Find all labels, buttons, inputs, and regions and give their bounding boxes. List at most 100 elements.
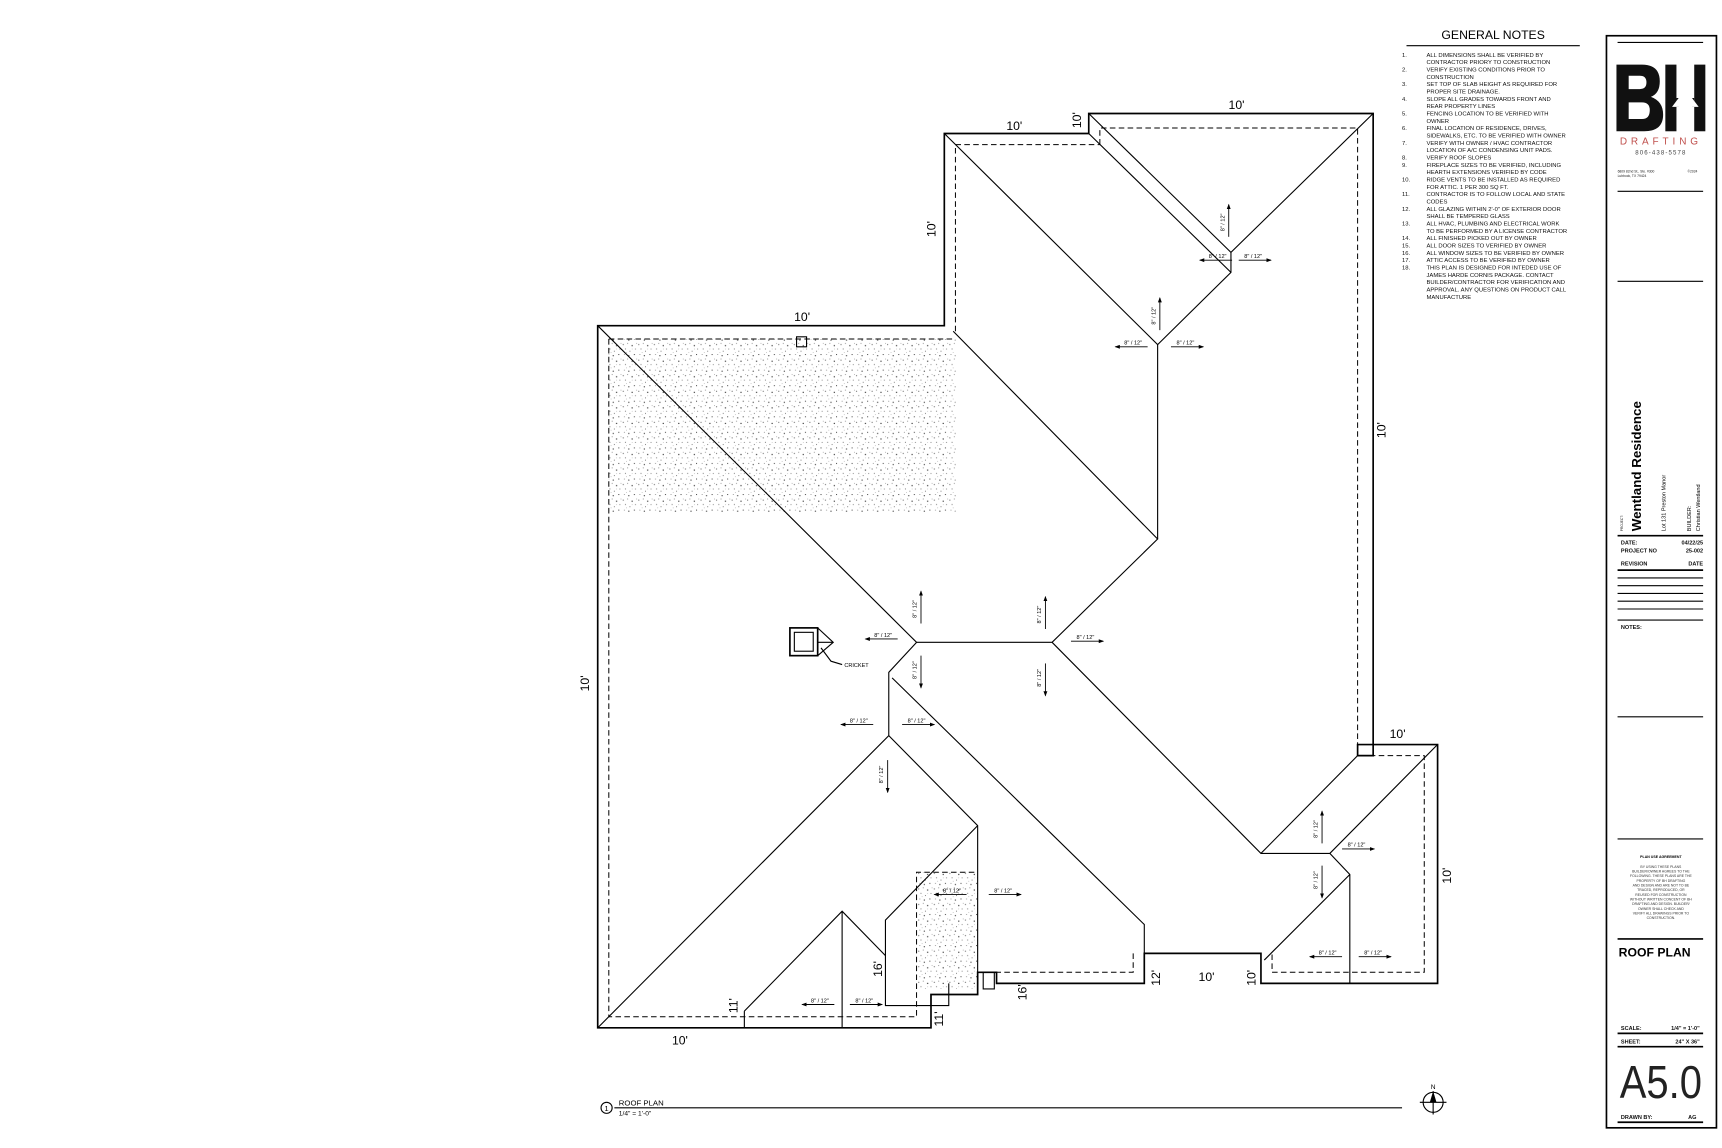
- drawn-by-value: AG: [1688, 1115, 1696, 1121]
- slope-annotation: 8" / 12": [849, 998, 883, 1007]
- agreement-line: PROPERTY OF BH DRAFTING: [1637, 879, 1686, 883]
- note-line: APPROVAL. ANY QUESTIONS ON PRODUCT CALL: [1426, 287, 1566, 293]
- slope-label: 8" / 12": [1151, 307, 1157, 325]
- note-number: 15.: [1402, 243, 1411, 249]
- view-number-circle: [600, 1101, 613, 1114]
- revision-label: REVISION: [1621, 562, 1648, 568]
- project-no-label: PROJECT NO: [1621, 548, 1658, 554]
- agreement-line: WITHOUT WRITTEN CONCENT OF BH: [1630, 898, 1692, 902]
- dimension-labels: 10'10'10'10'10'10'10'10'10'10'10'10'12'1…: [578, 98, 1454, 1047]
- view-title: 1 ROOF PLAN 1/4" = 1'-0": [600, 1099, 1403, 1118]
- slope-annotation: 8" / 12": [933, 888, 967, 897]
- eave-dashed-lines: [608, 127, 1425, 1018]
- slope-annotation: 8" / 12": [1220, 203, 1231, 237]
- agreement-line: AND DESIGN AND ARE NOT TO BE: [1633, 884, 1690, 888]
- slope-annotation: 8" / 12": [1151, 297, 1162, 331]
- slope-label: 8" / 12": [1319, 951, 1337, 957]
- view-title-text: ROOF PLAN: [619, 1099, 664, 1108]
- slope-label: 8" / 12": [913, 600, 919, 618]
- note-line: TO BE PERFORMED BY A LICENSE CONTRACTOR: [1426, 229, 1567, 235]
- sheet-size-value: 24" X 36": [1675, 1039, 1700, 1045]
- dimension-label: 10': [924, 221, 938, 237]
- date-label: DATE:: [1621, 541, 1638, 547]
- note-item: 6.FINAL LOCATION OF RESIDENCE, DRIVES,SI…: [1402, 126, 1566, 139]
- note-line: ALL HVAC, PLUMBING AND ELECTRICAL WORK: [1426, 221, 1559, 227]
- slope-annotation: 8" / 12": [801, 998, 835, 1007]
- note-item: 16.ALL WINDOW SIZES TO BE VERIFIED BY OW…: [1402, 251, 1564, 257]
- note-line: ALL DOOR SIZES TO VERIFIED BY OWNER: [1426, 243, 1546, 249]
- note-line: CONTRACTOR IS TO FOLLOW LOCAL AND STATE: [1426, 192, 1565, 198]
- note-line: OWNER: [1426, 119, 1449, 125]
- note-line: CONTRACTOR PRIORY TO CONSTRUCTION: [1426, 60, 1550, 66]
- agreement-line: VERIFY ALL DRAWINGS PRIOR TO: [1633, 912, 1690, 916]
- note-number: 2.: [1402, 68, 1407, 74]
- dimension-label: 10': [1244, 970, 1258, 986]
- cricket: CRICKET: [789, 627, 869, 669]
- agreement-line: REUSED FOR CONSTRUCTION: [1635, 893, 1687, 897]
- scale-label: SCALE:: [1621, 1026, 1642, 1032]
- note-line: SHALL BE TEMPERED GLASS: [1426, 214, 1509, 220]
- note-line: JAMES HARDE CORNIS PACKAGE. CONTACT: [1426, 273, 1554, 279]
- slope-label: 8" / 12": [855, 998, 873, 1004]
- note-number: 5.: [1402, 112, 1407, 118]
- slope-label: 8" / 12": [1037, 606, 1043, 624]
- dimension-label: 11': [932, 1011, 946, 1026]
- note-item: 14.ALL FINISHED PICKED OUT BY OWNER: [1402, 236, 1537, 242]
- revision-rows: [1617, 569, 1704, 621]
- note-line: THIS PLAN IS DESIGNED FOR INTEDED USE OF: [1426, 265, 1561, 271]
- north-label: N: [1431, 1084, 1436, 1091]
- note-line: VERIFY WITH OWNER / HVAC CONTRACTOR: [1426, 141, 1552, 147]
- date-value: 04/22/25: [1682, 541, 1704, 547]
- slope-label: 8" / 12": [1037, 669, 1043, 687]
- bh-drafting-logo: DRAFTING 806-438-5578: [1616, 64, 1706, 157]
- dimension-label: 16': [871, 961, 885, 977]
- slope-annotation: 8" / 12": [1342, 843, 1376, 851]
- dimension-label: 11': [727, 998, 741, 1013]
- view-scale-text: 1/4" = 1'-0": [619, 1111, 652, 1118]
- general-notes-title: GENERAL NOTES: [1441, 28, 1544, 42]
- logo-subtitle: DRAFTING: [1620, 137, 1702, 148]
- project-lot: Lot 131 Preston Manor: [1661, 475, 1667, 532]
- slope-annotation: 8" / 12": [840, 718, 874, 727]
- project-label: PROJECT:: [1620, 515, 1624, 531]
- slope-label: 8" / 12": [811, 998, 829, 1004]
- note-item: 18.THIS PLAN IS DESIGNED FOR INTEDED USE…: [1402, 265, 1567, 300]
- slope-annotations: 8" / 12" 8" / 12" 8" / 12" 8" / 12" 8" / 12"…: [801, 203, 1392, 1007]
- dimension-label: 10': [1374, 422, 1388, 438]
- slope-label: 8" / 12": [1209, 254, 1227, 260]
- dimension-label: 10': [1006, 119, 1022, 133]
- builder-label: BUILDER:: [1687, 505, 1693, 531]
- note-number: 12.: [1402, 207, 1411, 213]
- north-arrow: N: [1419, 1084, 1447, 1115]
- slope-annotation: 8" / 12": [1114, 341, 1148, 349]
- project-no-value: 25-002: [1686, 548, 1703, 554]
- note-line: FOR ATTIC. 1 PER 300 SQ FT.: [1426, 185, 1508, 191]
- slope-label: 8" / 12": [850, 718, 868, 724]
- note-item: 5. FENCING LOCATION TO BE VERIFIED WITHOW…: [1402, 112, 1549, 125]
- note-line: SET TOP OF SLAB HEIGHT AS REQUIRED FOR: [1426, 82, 1557, 88]
- cricket-label: CRICKET: [844, 663, 869, 669]
- note-line: HEARTH EXTENSIONS VERIFIED BY CODE: [1426, 170, 1546, 176]
- project-name: Wentland Residence: [1629, 401, 1644, 531]
- slope-label: 8" / 12": [1077, 635, 1095, 641]
- note-line: ALL GLAZING WITHIN 2'-0" OF EXTERIOR DOO…: [1426, 207, 1560, 213]
- scale-value: 1/4" = 1'-0": [1671, 1026, 1700, 1032]
- note-line: REAR PROPERTY LINES: [1426, 104, 1495, 110]
- slope-label: 8" / 12": [994, 888, 1012, 894]
- note-line: SIDEWALKS, ETC. TO BE VERIFIED WITH OWNE…: [1426, 134, 1565, 140]
- note-line: FENCING LOCATION TO BE VERIFIED WITH: [1426, 112, 1548, 118]
- agreement-line: DRAFTING AND DESIGN. BUILDER/: [1632, 902, 1690, 906]
- general-notes: GENERAL NOTES 1.ALL DIMENSIONS SHALL BE …: [1402, 28, 1580, 301]
- note-item: 9.FIREPLACE SIZES TO BE VERIFIED, INCLUD…: [1402, 163, 1561, 176]
- slope-annotation: 8" / 12": [1037, 595, 1048, 629]
- notes-label: NOTES:: [1621, 625, 1642, 631]
- note-number: 8.: [1402, 155, 1407, 161]
- slope-label: 8" / 12": [874, 633, 892, 639]
- builder-name: Christian Wentland: [1696, 484, 1702, 531]
- note-number: 11.: [1402, 192, 1410, 198]
- note-line: ALL DIMENSIONS SHALL BE VERIFIED BY: [1426, 53, 1543, 59]
- slope-annotation: 8" / 12": [1308, 951, 1343, 959]
- agreement-line: TRACED, REPRODUCED, OR: [1637, 888, 1685, 892]
- note-item: 13.ALL HVAC, PLUMBING AND ELECTRICAL WOR…: [1402, 221, 1567, 234]
